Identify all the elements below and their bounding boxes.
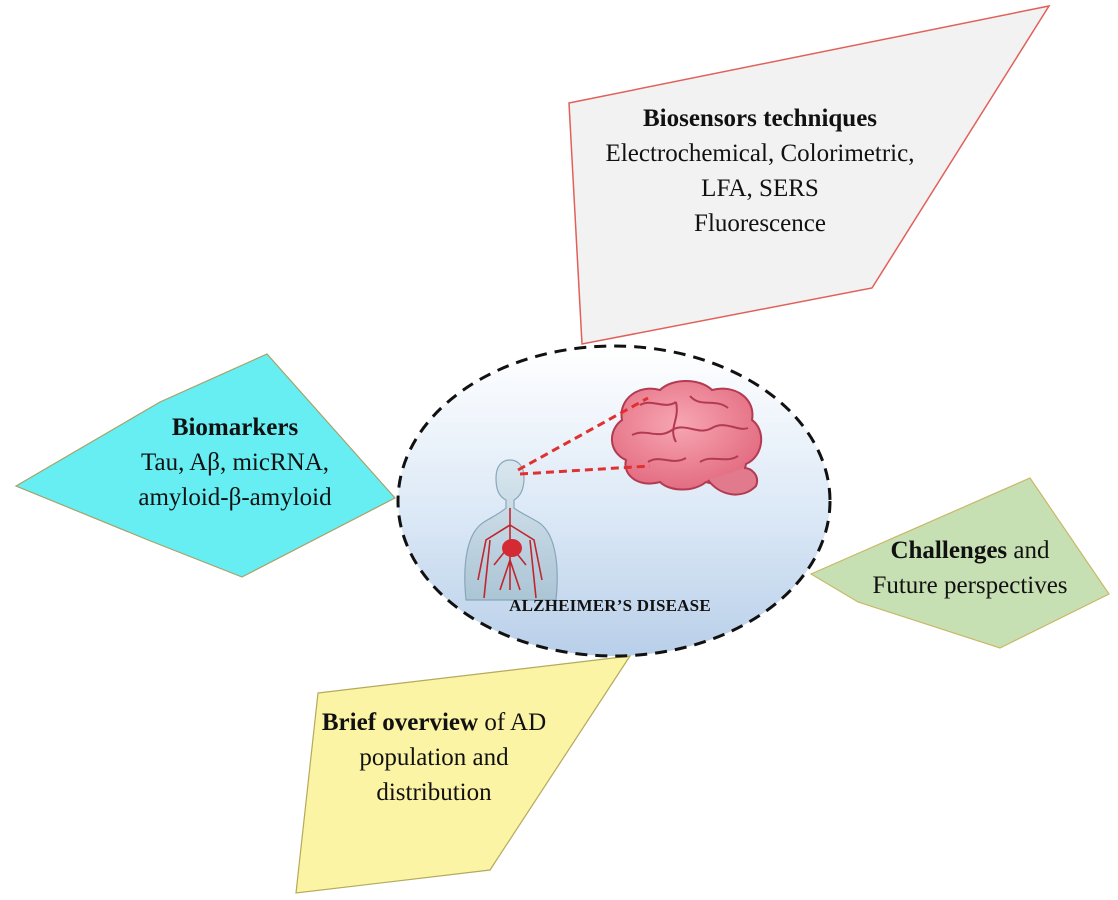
connector-top — [517, 396, 649, 472]
biomarkers-line-1: Tau, Aβ, micRNA, — [140, 449, 330, 476]
challenges-label: Challenges and Future perspectives — [836, 533, 1104, 603]
biomarkers-label: Biomarkers Tau, Aβ, micRNA, amyloid-β-am… — [90, 410, 380, 515]
challenges-shape — [809, 477, 1110, 649]
overview-heading-rest: of AD — [478, 709, 547, 736]
biosensors-line-2: LFA, SERS — [701, 175, 819, 202]
challenges-heading: Challenges — [890, 537, 1008, 564]
connector-bottom — [519, 464, 651, 476]
biosensors-heading: Biosensors techniques — [642, 105, 878, 132]
brain-icon — [611, 380, 762, 496]
biomarkers-heading: Biomarkers — [171, 414, 299, 441]
human-body-icon — [464, 459, 558, 601]
biosensors-shape — [568, 4, 1051, 345]
biosensors-label: Biosensors techniques Electrochemical, C… — [560, 101, 960, 241]
overview-shape — [295, 655, 632, 894]
biomarkers-line-2: amyloid-β-amyloid — [138, 484, 332, 511]
challenges-line-1: Future perspectives — [872, 572, 1068, 599]
center-title: ALZHEIMER’S DISEASE — [509, 596, 711, 615]
overview-label: Brief overview of AD population and dist… — [304, 705, 564, 810]
overview-heading: Brief overview — [321, 709, 479, 736]
overview-line-1: population and — [359, 744, 509, 771]
biosensors-line-1: Electrochemical, Colorimetric, — [605, 140, 915, 167]
challenges-heading-rest: and — [1007, 537, 1050, 564]
overview-line-2: distribution — [376, 779, 492, 806]
biomarkers-shape — [14, 353, 396, 578]
biosensors-line-3: Fluorescence — [694, 210, 826, 237]
